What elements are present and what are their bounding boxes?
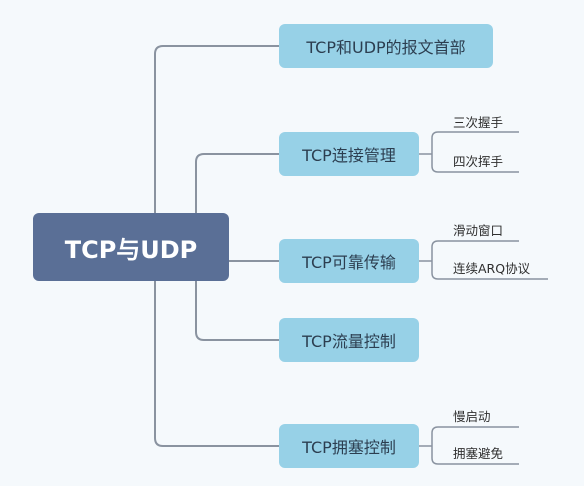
- leaf-node[interactable]: 四次挥手: [453, 154, 504, 169]
- connector-root-flow: [195, 281, 279, 341]
- topic-node-flow[interactable]: TCP流量控制: [279, 318, 419, 362]
- root-label: TCP与UDP: [64, 235, 198, 264]
- connector-reliable-children: [419, 240, 548, 280]
- root-node[interactable]: TCP与UDP: [33, 213, 229, 281]
- connector-congestion-children: [419, 426, 519, 465]
- leaf-node[interactable]: 滑动窗口: [453, 223, 504, 238]
- topic-label: TCP拥塞控制: [302, 438, 396, 457]
- connector-connection-children: [419, 131, 519, 173]
- leaf-node[interactable]: 连续ARQ协议: [453, 261, 531, 276]
- leaf-node[interactable]: 拥塞避免: [453, 446, 504, 461]
- leaf-node[interactable]: 慢启动: [453, 409, 491, 424]
- leaf-node[interactable]: 三次握手: [453, 115, 504, 130]
- connector-root-trunk: [154, 45, 279, 213]
- topic-node-headers[interactable]: TCP和UDP的报文首部: [279, 24, 493, 68]
- topic-label: TCP流量控制: [302, 332, 396, 351]
- topic-node-congestion[interactable]: TCP拥塞控制: [279, 424, 419, 468]
- connector-root-connection: [195, 153, 279, 213]
- topic-label: TCP和UDP的报文首部: [306, 38, 466, 57]
- topic-label: TCP可靠传输: [302, 253, 396, 272]
- topic-node-reliable[interactable]: TCP可靠传输: [279, 239, 419, 283]
- topic-label: TCP连接管理: [302, 146, 396, 165]
- topic-node-connection[interactable]: TCP连接管理: [279, 132, 419, 176]
- connector-root-trunk-bottom: [154, 281, 279, 447]
